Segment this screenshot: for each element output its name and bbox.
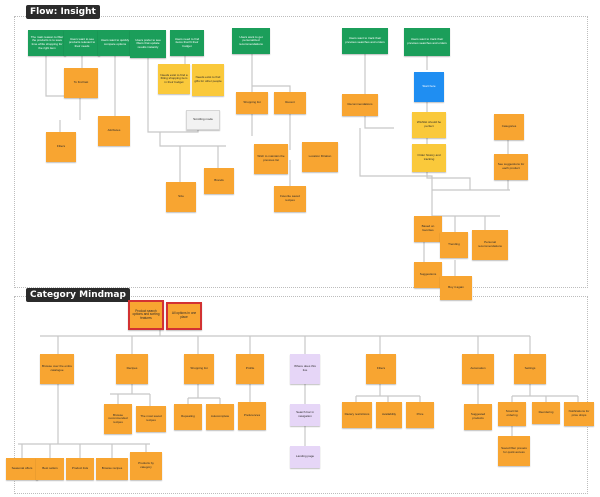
category-where-lives[interactable]: Where does this live: [290, 354, 320, 384]
leaf-price[interactable]: Price: [406, 402, 434, 428]
category-recipes[interactable]: Recipes: [116, 354, 148, 384]
note-buy-again[interactable]: Buy it again: [440, 276, 472, 300]
category-shopping-list[interactable]: Shopping list: [184, 354, 214, 384]
note-order-history[interactable]: Order history and tracking: [412, 144, 446, 172]
note-based-on-favorites[interactable]: Based on favorites: [414, 216, 442, 242]
note-to-find-fast[interactable]: To find fast: [64, 68, 98, 98]
insight-note-relevant[interactable]: Users want to see products relevant to t…: [64, 30, 100, 56]
note-wishlist-perfect[interactable]: Wishlist should be perfect: [412, 112, 446, 138]
note-start-here[interactable]: Start here: [414, 72, 444, 102]
insight-note-compare[interactable]: Users want to quickly compare options: [98, 30, 132, 56]
leaf-repeating[interactable]: Repeating: [174, 404, 202, 430]
leaf-best-sellers[interactable]: Best sellers: [36, 458, 64, 480]
leaf-smart-list-ordering[interactable]: Smart list ordering: [498, 402, 526, 426]
note-suggestions[interactable]: Suggestions: [414, 262, 442, 288]
mindmap-root-search[interactable]: Product search options and sorting featu…: [128, 300, 164, 330]
leaf-search-bar-navigation[interactable]: Search bar in navigation: [290, 404, 320, 426]
leaf-dietary-restrictions[interactable]: Dietary restrictions: [342, 402, 372, 428]
note-needs-budget[interactable]: Needs exist to find a fitting shopping i…: [158, 64, 190, 94]
note-filters[interactable]: Filters: [46, 132, 76, 162]
leaf-availability[interactable]: Availability: [376, 402, 402, 428]
note-location-filter[interactable]: Location filtration: [302, 142, 338, 172]
insight-note-budget[interactable]: Users need to find items that fit their …: [170, 30, 204, 56]
category-filters[interactable]: Filters: [366, 354, 396, 384]
note-scrolling-mode[interactable]: Scrolling mode: [186, 110, 220, 130]
note-recommendations[interactable]: Recommendations: [342, 94, 378, 116]
insight-note-filter-reason[interactable]: The main reason to filter the products i…: [28, 30, 66, 56]
leaf-price-drop-notifications[interactable]: Notifications for price drops: [564, 402, 594, 426]
note-size[interactable]: Size: [166, 182, 196, 212]
leaf-recommended-recipes[interactable]: Browse recommended recipes: [104, 404, 132, 434]
note-wish-previous[interactable]: Wish to maintain the previous list: [254, 144, 288, 174]
leaf-suggested-products[interactable]: Suggested products: [464, 404, 492, 430]
note-shopping-list[interactable]: Shopping list: [236, 92, 268, 114]
leaf-most-saved-recipes[interactable]: The most saved recipes: [136, 406, 166, 432]
category-browse-catalogue[interactable]: Browse over the entire catalogue: [40, 354, 74, 384]
leaf-product-lists[interactable]: Product lists: [66, 458, 94, 480]
category-profile[interactable]: Profile: [236, 354, 264, 384]
note-needs-gifts[interactable]: Needs exist to find gifts for other peop…: [192, 64, 224, 96]
leaf-preferences[interactable]: Preferences: [238, 402, 266, 430]
insight-note-recommendations[interactable]: Users want to get personalized recommend…: [232, 28, 270, 54]
leaf-landing-page[interactable]: Landing page: [290, 446, 320, 468]
note-favorite-recipes[interactable]: Favorite saved recipes: [274, 186, 306, 212]
note-brands[interactable]: Brands: [204, 168, 234, 194]
note-recent[interactable]: Recent: [274, 92, 306, 114]
note-see-suggestions[interactable]: See suggestions for each product: [494, 154, 528, 180]
bottom-section-title: Category Mindmap: [26, 288, 130, 302]
mindmap-root-options[interactable]: All options in one place: [166, 302, 202, 330]
leaf-autocomplete[interactable]: Autocomplete: [206, 404, 234, 430]
leaf-products-by-category[interactable]: Products by category: [130, 452, 162, 480]
leaf-browse-recipes[interactable]: Browse recipes: [96, 458, 128, 480]
insight-note-track[interactable]: Users want to track their previous searc…: [404, 28, 450, 56]
insight-note-history[interactable]: Users want to track their previous searc…: [342, 28, 388, 54]
top-section-title: Flow: Insight: [26, 5, 100, 19]
note-attributes[interactable]: Attributes: [98, 116, 130, 146]
leaf-saved-filter-presets[interactable]: Saved filter presets for quick access: [498, 436, 530, 466]
note-trending[interactable]: Trending: [440, 232, 468, 258]
note-categories[interactable]: Categories: [494, 114, 524, 140]
leaf-reordering[interactable]: Reordering: [532, 402, 560, 424]
category-automation[interactable]: Automation: [462, 354, 494, 384]
bottom-section-frame: [14, 296, 588, 494]
insight-note-instant-filters[interactable]: Users prefer to see filters that update …: [130, 30, 166, 58]
category-settings[interactable]: Settings: [514, 354, 546, 384]
leaf-seasonal-offers[interactable]: Seasonal offers: [6, 458, 38, 480]
top-section-frame: [14, 16, 588, 288]
note-personal-recommendations[interactable]: Personal recommendations: [472, 230, 508, 260]
